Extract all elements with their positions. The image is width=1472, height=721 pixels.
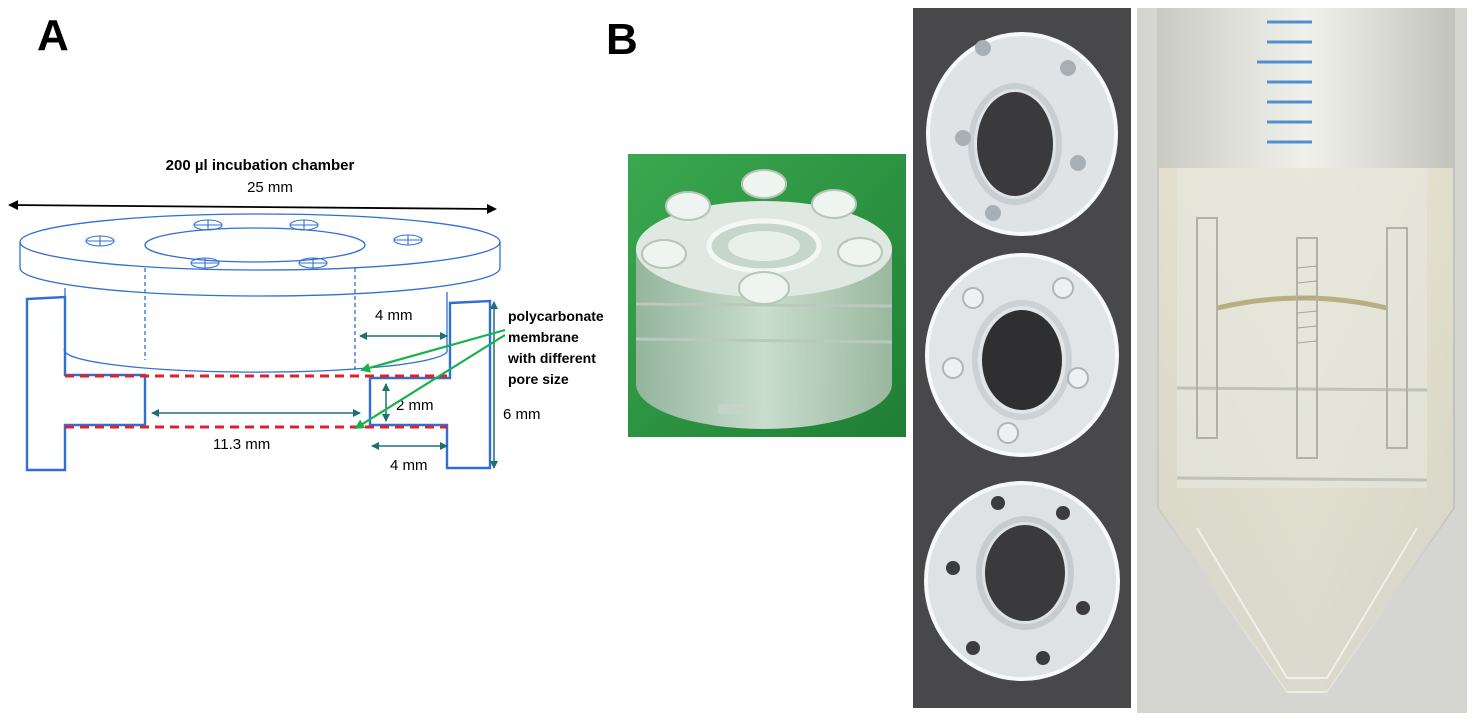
dim-2mm: 2 mm bbox=[396, 397, 434, 414]
membrane-label-line-3: with different bbox=[507, 350, 596, 366]
width-arrow bbox=[8, 200, 497, 214]
screw-heads bbox=[85, 219, 423, 269]
top-flange bbox=[19, 213, 501, 372]
panel-label-b: B bbox=[606, 15, 638, 64]
diagram-title: 200 µl incubation chamber bbox=[166, 157, 355, 174]
dim-11mm: 11.3 mm bbox=[213, 436, 270, 453]
dim-4mm-top: 4 mm bbox=[375, 307, 413, 324]
chamber-diagram: 200 µl incubation chamber 25 mm bbox=[8, 157, 604, 474]
ring-top bbox=[926, 32, 1118, 236]
dimension-lines bbox=[151, 301, 498, 469]
membrane-pointers bbox=[354, 328, 506, 430]
chamber-body bbox=[63, 288, 448, 373]
membranes bbox=[65, 374, 447, 429]
membrane-label-line-4: pore size bbox=[508, 371, 569, 387]
assembled-chamber-photo bbox=[628, 154, 906, 437]
tube-photo bbox=[1137, 8, 1467, 713]
membrane-label: polycarbonate membrane with different po… bbox=[507, 308, 604, 387]
panel-label-a: A bbox=[37, 11, 69, 60]
dim-6mm: 6 mm bbox=[503, 406, 541, 423]
chamber-parts-photo bbox=[913, 8, 1131, 708]
width-label: 25 mm bbox=[247, 179, 293, 196]
ring-middle bbox=[925, 253, 1119, 457]
dim-4mm-bottom: 4 mm bbox=[390, 457, 428, 474]
ring-bottom bbox=[924, 481, 1120, 681]
membrane-label-line-1: polycarbonate bbox=[508, 308, 604, 324]
membrane-label-line-2: membrane bbox=[508, 329, 579, 345]
